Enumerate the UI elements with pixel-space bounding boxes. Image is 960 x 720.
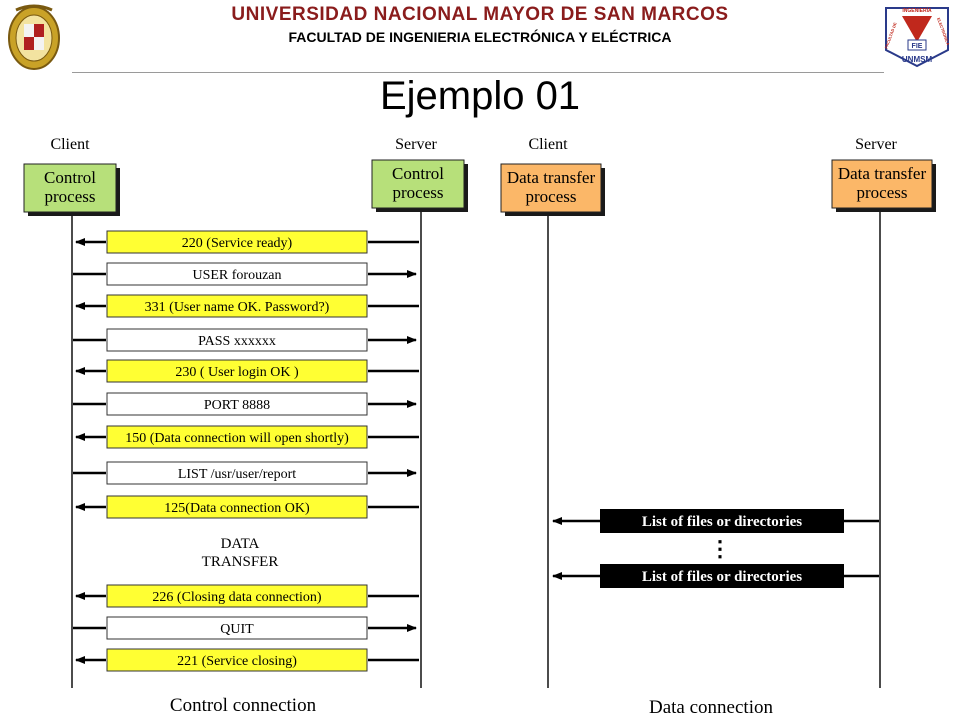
control-server-process-label: process bbox=[393, 183, 444, 202]
control-message-label: 221 (Service closing) bbox=[177, 654, 297, 669]
data-transfer-label: TRANSFER bbox=[202, 554, 279, 570]
data-message-bar bbox=[600, 509, 844, 533]
data-message-bar bbox=[600, 564, 844, 588]
control-client-header: Client bbox=[50, 136, 90, 153]
slide-title: Ejemplo 01 bbox=[379, 74, 581, 118]
data-client-header: Client bbox=[528, 136, 568, 153]
control-message-label: 125(Data connection OK) bbox=[164, 501, 310, 516]
control-message-box bbox=[106, 584, 368, 608]
control-server-process-label: Control bbox=[392, 164, 444, 183]
control-message-label: 331 (User name OK. Password?) bbox=[145, 300, 330, 315]
control-message-box bbox=[106, 616, 368, 640]
control-message-label: 230 ( User login OK ) bbox=[175, 365, 299, 380]
fie-faculty-logo: FIE INGENIERÍA FACULTAD DE ELECTRÓNICA U… bbox=[884, 6, 951, 68]
control-server-process bbox=[371, 159, 465, 209]
control-message-box bbox=[106, 230, 368, 254]
ingenieria-label: INGENIERÍA bbox=[902, 6, 932, 14]
data-message-label: List of files or directories bbox=[642, 569, 802, 585]
data-server-process bbox=[831, 159, 933, 209]
header-divider bbox=[72, 72, 884, 73]
data-server-process-label: Data transfer bbox=[838, 164, 927, 183]
data-transfer-label: DATA bbox=[221, 536, 260, 552]
control-message-box bbox=[106, 392, 368, 416]
control-message-label: 226 (Closing data connection) bbox=[152, 590, 321, 605]
control-client-process-label: Control bbox=[44, 168, 96, 187]
unmsm-shield-logo bbox=[8, 4, 60, 70]
data-server-header: Server bbox=[855, 136, 897, 153]
slide-header: UNIVERSIDAD NACIONAL MAYOR DE SAN MARCOS… bbox=[0, 0, 960, 74]
unmsm-label: UNMSM bbox=[902, 55, 933, 64]
data-client-process-label: process bbox=[526, 187, 577, 206]
control-message-box bbox=[106, 262, 368, 286]
data-message-label: List of files or directories bbox=[642, 514, 802, 530]
data-client-process bbox=[500, 163, 602, 213]
control-message-box bbox=[106, 425, 368, 449]
control-client-process-label: process bbox=[45, 187, 96, 206]
control-message-label: LIST /usr/user/report bbox=[178, 467, 296, 482]
control-message-box bbox=[106, 359, 368, 383]
control-message-label: 150 (Data connection will open shortly) bbox=[125, 431, 349, 446]
faculty-name: FACULTAD DE INGENIERIA ELECTRÓNICA Y ELÉ… bbox=[288, 29, 672, 45]
control-message-label: 220 (Service ready) bbox=[182, 236, 293, 251]
control-server-header: Server bbox=[395, 136, 437, 153]
control-connection-caption: Control connection bbox=[170, 695, 317, 716]
control-message-label: QUIT bbox=[220, 622, 254, 637]
data-ellipsis: ⋮ bbox=[709, 536, 731, 561]
control-message-box bbox=[106, 328, 368, 352]
fie-label: FIE bbox=[912, 43, 923, 50]
data-server-process-label: process bbox=[857, 183, 908, 202]
control-message-box bbox=[106, 495, 368, 519]
data-client-process-label: Data transfer bbox=[507, 168, 596, 187]
university-name: UNIVERSIDAD NACIONAL MAYOR DE SAN MARCOS bbox=[231, 4, 729, 25]
control-message-box bbox=[106, 294, 368, 318]
control-message-label: PORT 8888 bbox=[204, 398, 270, 413]
control-message-box bbox=[106, 461, 368, 485]
control-client-process bbox=[23, 163, 117, 213]
control-message-label: PASS xxxxxx bbox=[198, 334, 276, 349]
control-message-label: USER forouzan bbox=[192, 268, 281, 283]
control-message-box bbox=[106, 648, 368, 672]
data-connection-caption: Data connection bbox=[649, 697, 773, 718]
